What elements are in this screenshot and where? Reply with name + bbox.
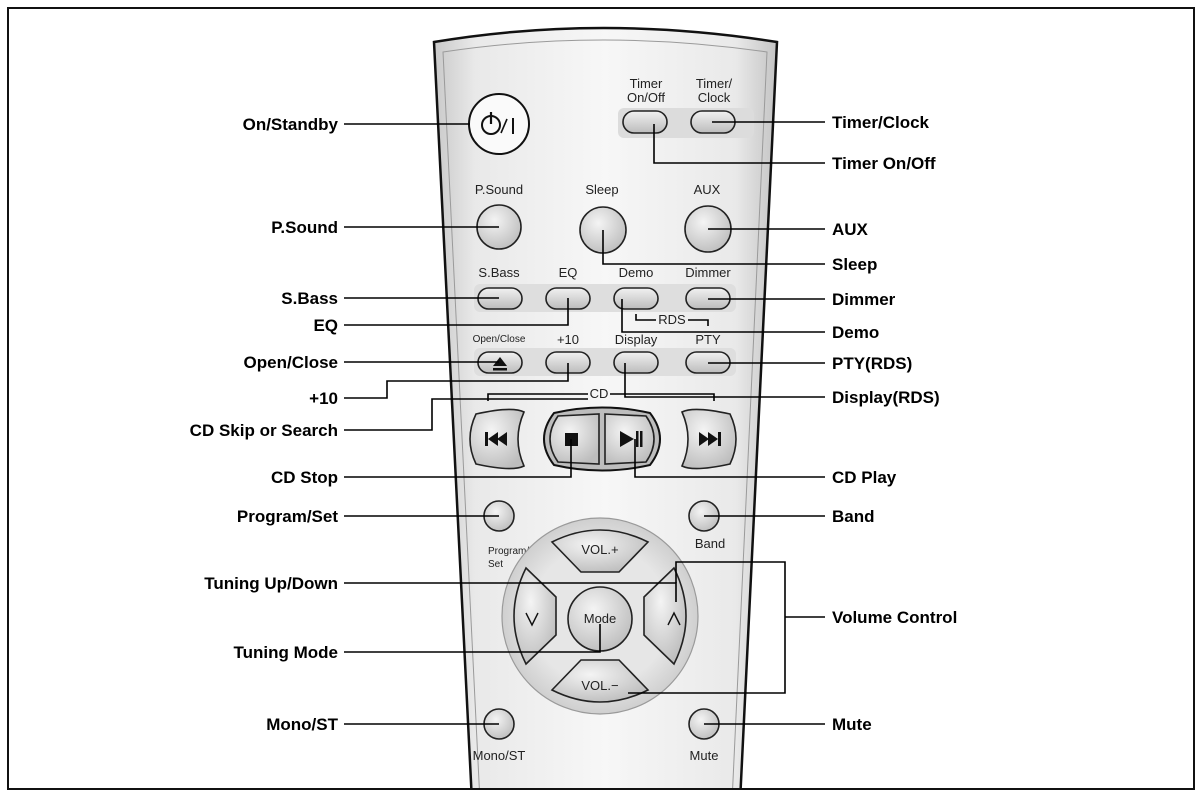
timer-clock-label-1: Timer/	[696, 76, 733, 91]
display-label: Display	[615, 332, 658, 347]
remote-body-inner	[442, 39, 768, 788]
callout-display-rds: Display(RDS)	[832, 388, 940, 407]
callout-mute: Mute	[832, 715, 872, 734]
timer-clock-label-2: Clock	[698, 90, 731, 105]
leader-lines	[344, 121, 825, 725]
disc-button-strip	[474, 348, 736, 376]
rds-label: RDS	[658, 312, 686, 327]
program-set-label-1: Program/	[488, 546, 529, 557]
callout-timer-clock: Timer/Clock	[832, 113, 930, 132]
power-standby-icon	[481, 112, 514, 135]
callout-aux: AUX	[832, 220, 869, 239]
skip-forward-icon	[699, 432, 721, 446]
timer-on-off-label-2: On/Off	[627, 90, 665, 105]
callout-tuning-mode: Tuning Mode	[234, 643, 339, 662]
callout-pty-rds: PTY(RDS)	[832, 354, 912, 373]
eq-label: EQ	[559, 265, 578, 280]
callout-tuning-updown: Tuning Up/Down	[204, 574, 338, 593]
callout-timer-on-off: Timer On/Off	[832, 154, 936, 173]
remote-diagram: Timer On/Off Timer/ Clock P.Sound Sleep …	[190, 26, 957, 788]
timer-on-off-button[interactable]	[622, 110, 668, 134]
callout-volume-control: Volume Control	[832, 608, 957, 627]
callout-open-close: Open/Close	[244, 353, 338, 372]
display-button[interactable]	[613, 351, 659, 374]
callout-plus10: +10	[309, 389, 338, 408]
callout-program-set: Program/Set	[237, 507, 338, 526]
band-label: Band	[695, 536, 725, 551]
program-set-label-2: Set	[488, 559, 503, 570]
timer-on-off-label-1: Timer	[630, 76, 663, 91]
plus10-label: +10	[557, 332, 579, 347]
callout-sleep: Sleep	[832, 255, 877, 274]
callout-eq: EQ	[313, 316, 338, 335]
mono-st-label: Mono/ST	[473, 748, 526, 763]
callout-dimmer: Dimmer	[832, 290, 896, 309]
diagram-frame: Timer On/Off Timer/ Clock P.Sound Sleep …	[7, 7, 1195, 790]
skip-back-icon	[485, 432, 507, 446]
callout-cd-skip: CD Skip or Search	[190, 421, 338, 440]
play-pause-icon	[620, 431, 643, 447]
mode-label: Mode	[584, 611, 617, 626]
vol-up-label: VOL.+	[581, 542, 618, 557]
callout-mono-st: Mono/ST	[266, 715, 338, 734]
p-sound-label: P.Sound	[475, 182, 523, 197]
callout-cd-play: CD Play	[832, 468, 897, 487]
callout-on-standby: On/Standby	[243, 115, 339, 134]
vol-down-button[interactable]	[550, 659, 650, 703]
vol-down-label: VOL.−	[581, 678, 618, 693]
callout-s-bass: S.Bass	[281, 289, 338, 308]
rds-bracket-right	[688, 319, 709, 326]
aux-label: AUX	[694, 182, 721, 197]
mute-label: Mute	[690, 748, 719, 763]
pty-label: PTY	[695, 332, 721, 347]
callout-cd-stop: CD Stop	[271, 468, 338, 487]
callout-p-sound: P.Sound	[271, 218, 338, 237]
callout-band: Band	[832, 507, 875, 526]
dimmer-label: Dimmer	[685, 265, 731, 280]
power-button[interactable]	[468, 93, 530, 155]
function-button-strip	[474, 284, 736, 312]
callout-demo: Demo	[832, 323, 879, 342]
sleep-label: Sleep	[585, 182, 618, 197]
open-close-label: Open/Close	[473, 334, 526, 345]
demo-button[interactable]	[613, 287, 659, 310]
eject-icon	[493, 357, 507, 371]
demo-label: Demo	[619, 265, 654, 280]
cd-label: CD	[590, 386, 609, 401]
rds-bracket-left	[635, 314, 656, 321]
s-bass-label: S.Bass	[478, 265, 520, 280]
chevron-down-icon	[525, 612, 539, 627]
cd-bracket-right	[610, 393, 715, 401]
vol-up-button[interactable]	[550, 529, 650, 573]
chevron-up-icon	[667, 611, 681, 626]
